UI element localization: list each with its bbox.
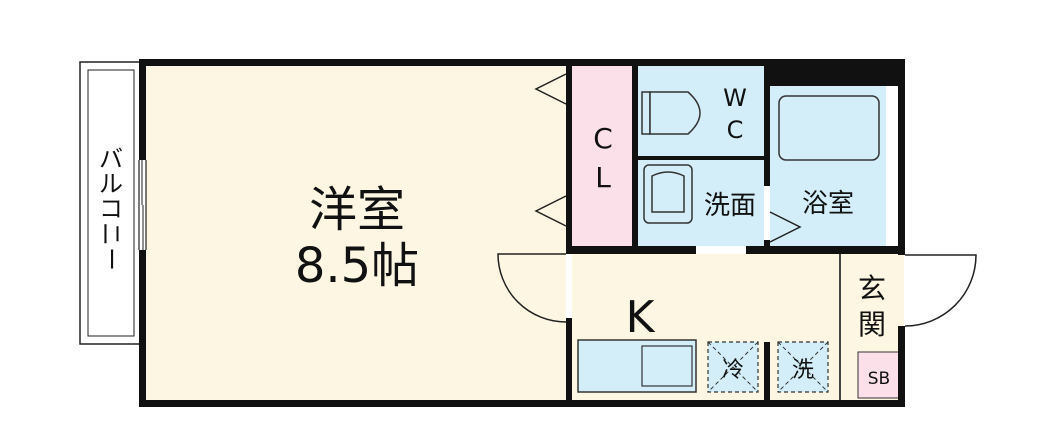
balcony-char-2: ル	[99, 170, 123, 198]
kitchen-counter	[577, 339, 697, 393]
kitchen-label: K	[626, 292, 656, 343]
balcony	[79, 61, 143, 345]
western-room-name: 洋室	[309, 182, 405, 238]
shoebox-label: SB	[868, 369, 890, 389]
interior-walls	[566, 66, 904, 400]
closet-label-2: L	[595, 161, 611, 194]
balcony-window	[138, 160, 147, 250]
balcony-char-1: バ	[99, 145, 123, 173]
washer-label: 洗	[792, 358, 814, 383]
balcony-char-4: ニ	[97, 222, 125, 246]
washroom-label: 洗面	[704, 191, 756, 221]
shoebox	[857, 351, 901, 399]
bathtub	[778, 95, 880, 161]
closet-floor	[572, 66, 632, 246]
room-labels: 洋室 8.5帖 C L W C 洗面 浴室 K 玄 関 SB 冷 洗	[295, 84, 890, 389]
washbasin	[643, 164, 693, 224]
washer-space	[777, 341, 829, 393]
doors	[497, 73, 977, 327]
western-room-floor	[146, 66, 566, 400]
fridge-space	[707, 341, 759, 393]
toilet-label-2: C	[727, 116, 744, 144]
entrance-label-2: 関	[858, 308, 886, 341]
balcony-char-3: コ	[99, 195, 123, 223]
fridge-label: 冷	[722, 358, 744, 383]
balcony-label: バ ル コ ニ ー	[97, 145, 125, 271]
toilet-fixture	[641, 91, 701, 135]
balcony-char-5: ー	[97, 247, 125, 271]
western-room-size: 8.5帖	[295, 238, 419, 294]
entrance-label-1: 玄	[858, 272, 886, 305]
bath-label: 浴室	[802, 189, 854, 219]
closet-label-1: C	[593, 122, 613, 155]
toilet-label-1: W	[723, 84, 747, 112]
